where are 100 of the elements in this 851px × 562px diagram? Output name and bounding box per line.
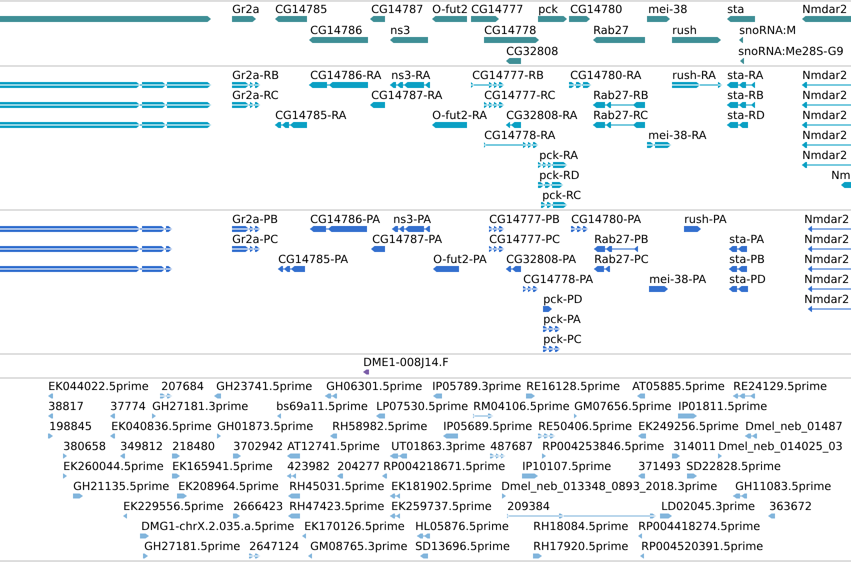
feature-label: pck-RD: [540, 170, 579, 182]
feature-bar: [0, 226, 172, 232]
feature-label: 38817: [49, 402, 83, 410]
feature-label: Dmel_neb_01487: [746, 422, 842, 433]
feature-label: sta-RB: [728, 90, 764, 100]
feature-label: mei-38-PA: [650, 274, 706, 284]
feature-label: 2666423: [234, 502, 282, 510]
feature-label: Gr2a-PB: [232, 214, 278, 224]
feature-label: GH21135.5prime: [74, 482, 169, 492]
feature-label: Nmdar2: [803, 90, 846, 100]
feature-label: LP07530.5prime: [377, 402, 468, 412]
feature-label: pck-PC: [544, 334, 581, 346]
feature-label: Rab27-PC: [595, 254, 648, 264]
feature-label: RH17920.5prime: [534, 542, 628, 552]
feature-label: EK249256.5prime: [639, 422, 738, 432]
feature-label: 371493: [639, 462, 680, 470]
feature-label: GM07656.5prime: [574, 402, 671, 412]
feature-label: AT05885.5prime: [632, 382, 724, 392]
feature-label: pck-RC: [543, 190, 580, 202]
feature-label: 209384: [508, 502, 550, 510]
feature-label: RP004253846.5prime: [543, 442, 664, 452]
feature-label: Nmdar2: [805, 274, 848, 284]
feature-label: sta-PD: [730, 274, 766, 284]
feature-bar: [0, 122, 211, 128]
feature-label: EK229556.5prime: [124, 502, 224, 512]
feature-label: CG14786: [310, 26, 362, 34]
feature-label: snoRNA:M: [740, 26, 795, 34]
feature-label: CG14778-PA: [524, 274, 593, 284]
feature-label: HL05876.5prime: [416, 522, 508, 532]
feature-label: Dmel_neb_013348_0893_2018.3prime: [502, 482, 717, 493]
feature-label: CG14777-RB: [472, 70, 544, 80]
feature-label: CG14778: [484, 26, 536, 34]
feature-label: EK044022.5prime: [49, 382, 148, 392]
feature-label: EK260044.5prime: [64, 462, 164, 472]
feature-label: CG14787-RA: [372, 90, 442, 100]
feature-label: LD02045.3prime: [662, 502, 754, 512]
feature-label: Nmdar2: [805, 234, 848, 244]
feature-label: RP004218671.5prime: [384, 462, 505, 472]
feature-label: CG32808-RA: [506, 110, 578, 120]
feature-label: Rab27-RC: [594, 110, 648, 120]
feature-label: EK170126.5prime: [305, 522, 404, 532]
feature-label: CG14785-RA: [276, 110, 346, 120]
feature-label: DME1-008J14.F: [364, 358, 448, 368]
feature-label: SD13696.5prime: [416, 542, 510, 552]
feature-bar: [0, 266, 172, 272]
feature-label: Nmdar2: [803, 110, 846, 120]
feature-label: O-fut2-RA: [432, 110, 487, 120]
feature-label: Nmdar2: [803, 130, 846, 140]
feature-label: GH11083.5prime: [736, 482, 831, 492]
feature-label: CG14786-RA: [310, 70, 382, 80]
feature-label: CG32808: [506, 46, 558, 56]
feature-label: 198845: [50, 422, 91, 430]
feature-label: Rab27-PB: [595, 234, 648, 244]
feature-label: Nmdar2: [803, 4, 846, 14]
feature-label: rush-PA: [685, 214, 727, 224]
feature-label: RE50406.5prime: [539, 422, 632, 432]
feature-label: pck-PA: [544, 314, 581, 326]
feature-label: Nmdar2: [803, 70, 846, 80]
feature-label: IP05689.5prime: [444, 422, 532, 432]
feature-label: ns3-PA: [394, 214, 431, 224]
feature-label: CG14780-RA: [570, 70, 642, 80]
feature-label: sta: [728, 5, 744, 14]
feature-label: 37774: [111, 402, 146, 410]
feature-label: 423982: [288, 462, 329, 470]
feature-bar: [0, 246, 172, 252]
feature-label: rush: [673, 26, 696, 34]
feature-label: CG14777-PB: [490, 214, 559, 224]
feature-label: EK181902.5prime: [392, 482, 492, 492]
feature-label: 349812: [121, 442, 162, 450]
feature-label: 204277: [338, 462, 379, 470]
feature-label: Rab27-RB: [594, 90, 648, 100]
feature-label: Rab27: [594, 26, 628, 34]
feature-label: Gr2a-PC: [232, 234, 278, 244]
feature-label: UT01863.3prime: [392, 442, 485, 452]
feature-label: 487687: [490, 442, 532, 450]
feature-label: RH18084.5prime: [534, 522, 628, 532]
feature-label: RP004418274.5prime: [639, 522, 760, 532]
feature-label: SD22828.5prime: [686, 462, 780, 472]
feature-label: Nmdar2: [803, 150, 846, 160]
feature-label: GH06301.5prime: [326, 382, 422, 392]
feature-label: sta-PA: [730, 234, 764, 244]
feature-label: IP10107.5prime: [523, 462, 611, 472]
feature-label: CG14778-RA: [484, 130, 556, 140]
feature-label: CG14777-RC: [484, 90, 555, 100]
feature-label: 363672: [770, 502, 811, 510]
feature-label: Gr2a: [232, 4, 258, 14]
feature-label: 218480: [173, 442, 214, 450]
feature-bar: [0, 16, 211, 22]
feature-label: EK040836.5prime: [112, 422, 212, 432]
feature-label: sta-RA: [728, 70, 764, 80]
feature-label: GH01873.5prime: [218, 422, 313, 432]
feature-label: pck-RA: [540, 150, 578, 162]
feature-label: RH45031.5prime: [290, 482, 384, 492]
feature-label: mei-38: [649, 4, 687, 14]
feature-label: Nm: [832, 170, 850, 179]
feature-label: RH58982.5prime: [333, 422, 427, 432]
feature-bar: [0, 82, 211, 88]
feature-label: Gr2a-RC: [232, 90, 278, 100]
feature-label: CG14780-PA: [572, 214, 641, 224]
feature-label: AT12741.5prime: [287, 442, 380, 452]
